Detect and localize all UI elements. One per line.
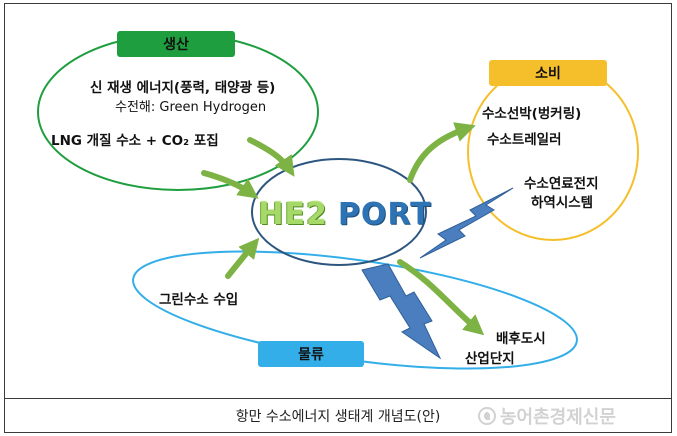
- output-industrial-complex: 산업단지: [465, 351, 515, 367]
- consumption-item-trailer: 수소트레일러: [487, 132, 562, 148]
- caption-divider: [4, 398, 672, 399]
- production-item-lng: LNG 개질 수소 + CO₂ 포집: [51, 133, 219, 149]
- lightning-bolt-outputs: [361, 263, 442, 360]
- watermark-logo-icon: [478, 406, 496, 425]
- hub-title-port: PORT: [337, 196, 432, 232]
- output-city: 배후도시: [496, 331, 546, 347]
- figure-caption: 항만 수소에너지 생태계 개념도(안): [235, 408, 441, 425]
- consumption-badge: 소비: [489, 60, 607, 86]
- arrow-hub-to-consumption: [407, 122, 476, 183]
- logistics-badge: 물류: [258, 341, 364, 367]
- hub-title: HE2 PORT: [258, 192, 430, 236]
- consumption-item-fuelcell: 수소연료전지: [524, 176, 599, 192]
- consumption-item-cargo-system: 하역시스템: [531, 195, 594, 211]
- arrow-renewable-to-hub: [247, 137, 295, 177]
- logistics-item-import: 그린수소 수입: [159, 292, 239, 308]
- lightning-bolt-consumption: [419, 187, 514, 259]
- figure-frame: [4, 3, 672, 433]
- arrow-import-to-hub: [225, 237, 260, 279]
- watermark: 농어촌경제신문: [478, 399, 616, 432]
- production-item-electrolysis: 수전해: Green Hydrogen: [115, 100, 267, 115]
- arrow-hub-to-outputs: [397, 259, 485, 336]
- consumption-item-ship: 수소선박(벙커링): [482, 106, 582, 122]
- arrow-lng-to-hub: [201, 170, 259, 199]
- consumption-ellipse: [467, 63, 639, 241]
- production-badge: 생산: [117, 31, 235, 57]
- watermark-text: 농어촌경제신문: [500, 406, 616, 428]
- production-item-renewable: 신 재생 에너지(풍력, 태양광 등): [90, 80, 276, 96]
- hub-ellipse: [251, 158, 427, 266]
- hub-title-he2: HE2: [258, 196, 328, 232]
